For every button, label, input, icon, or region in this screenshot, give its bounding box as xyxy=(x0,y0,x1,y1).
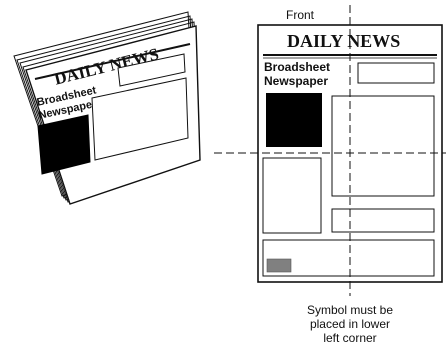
front-page-lower-left-box xyxy=(263,158,321,233)
front-page-photo-block xyxy=(266,93,322,147)
caption-line2: placed in lower xyxy=(310,317,390,331)
front-page-headline-line1: Broadsheet xyxy=(264,60,330,74)
folded-newspaper-illustration: DAILY NEWS Broadsheet Newspaper xyxy=(14,12,200,204)
front-page-headline-line2: Newspaper xyxy=(264,74,328,88)
front-label: Front xyxy=(286,8,315,22)
front-page-article-box xyxy=(332,96,434,196)
front-page-layout: Front DAILY NEWS Broadsheet Newspaper xyxy=(214,5,446,296)
front-page-lower-right-box xyxy=(332,209,434,232)
caption-line3: left corner xyxy=(323,331,376,345)
symbol-marker xyxy=(267,259,291,272)
front-page-masthead: DAILY NEWS xyxy=(287,31,400,51)
front-page-top-box xyxy=(358,63,434,83)
caption: Symbol must be placed in lower left corn… xyxy=(307,303,393,345)
caption-line1: Symbol must be xyxy=(307,303,393,317)
